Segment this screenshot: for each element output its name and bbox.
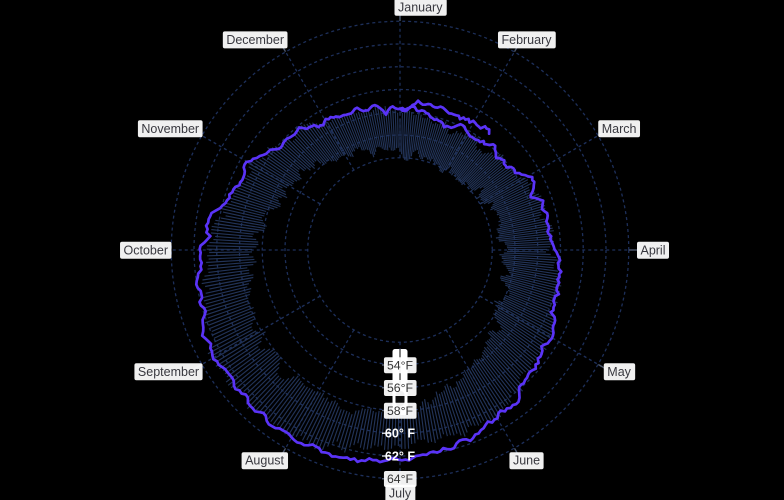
month-label-chip-march bbox=[598, 120, 641, 138]
radial-tick-label-text-62f: 62° F bbox=[385, 449, 416, 463]
month-label-june: June bbox=[509, 452, 544, 470]
radial-tick-label-54f: 54°F bbox=[383, 357, 417, 374]
month-label-text-august: August bbox=[245, 454, 284, 468]
radial-tick-labels: 54°F 56°F 58°F 60° F 62° F 64°F bbox=[382, 357, 417, 488]
month-label-text-march: March bbox=[602, 122, 637, 136]
radial-tick-label-text-56f: 56°F bbox=[387, 381, 414, 395]
month-label-chip-may bbox=[603, 363, 636, 381]
radial-tick-chip-54f bbox=[383, 357, 417, 374]
month-label-text-february: February bbox=[501, 33, 552, 47]
radial-tick-label-text-58f: 58°F bbox=[387, 404, 414, 418]
month-label-july: July bbox=[385, 484, 416, 500]
month-label-january: January bbox=[394, 0, 447, 16]
radial-tick-label-58f: 58°F bbox=[383, 402, 417, 419]
radial-tick-label-text-54f: 54°F bbox=[387, 358, 414, 372]
month-label-chip-september bbox=[134, 363, 203, 381]
month-label-april: April bbox=[636, 241, 670, 259]
grid-ring-64f bbox=[170, 20, 630, 480]
radial-tick-chip-56f bbox=[383, 380, 417, 397]
month-label-chip-february bbox=[497, 31, 556, 49]
month-label-chip-october bbox=[120, 241, 172, 259]
month-label-text-may: May bbox=[607, 365, 631, 379]
radial-tick-label-text-60f: 60° F bbox=[385, 427, 416, 441]
month-label-chip-july bbox=[385, 484, 416, 500]
month-label-chip-december bbox=[222, 31, 288, 49]
month-label-text-september: September bbox=[138, 365, 199, 379]
radial-tick-label-60f: 60° F bbox=[385, 427, 416, 441]
radial-tick-label-text-64f: 64°F bbox=[387, 472, 414, 486]
grid-ring-62f bbox=[193, 43, 607, 457]
month-label-august: August bbox=[241, 452, 289, 470]
month-label-may: May bbox=[603, 363, 636, 381]
radial-tick-chip-64f bbox=[383, 471, 417, 488]
month-label-chip-april bbox=[636, 241, 670, 259]
radial-tick-chip-58f bbox=[383, 402, 417, 419]
temperature-line-path bbox=[194, 99, 563, 464]
month-label-november: November bbox=[137, 120, 203, 138]
month-label-text-april: April bbox=[640, 243, 665, 257]
month-label-chip-november bbox=[137, 120, 203, 138]
month-label-text-october: October bbox=[124, 243, 168, 257]
radial-tick-label-62f: 62° F bbox=[385, 449, 416, 463]
month-label-text-july: July bbox=[389, 486, 412, 500]
month-label-december: December bbox=[222, 31, 288, 49]
month-label-october: October bbox=[120, 241, 172, 259]
temperature-range-band bbox=[201, 105, 562, 453]
month-label-text-january: January bbox=[398, 0, 443, 14]
month-label-text-june: June bbox=[513, 454, 540, 468]
month-label-february: February bbox=[497, 31, 556, 49]
month-label-march: March bbox=[598, 120, 641, 138]
month-label-september: September bbox=[134, 363, 203, 381]
month-label-text-november: November bbox=[141, 122, 199, 136]
radial-tick-label-64f: 64°F bbox=[383, 471, 417, 488]
radial-tick-label-56f: 56°F bbox=[383, 380, 417, 397]
month-label-chip-august bbox=[241, 452, 289, 470]
month-label-chip-june bbox=[509, 452, 544, 470]
month-label-chip-january bbox=[394, 0, 447, 16]
month-label-text-december: December bbox=[226, 33, 284, 47]
